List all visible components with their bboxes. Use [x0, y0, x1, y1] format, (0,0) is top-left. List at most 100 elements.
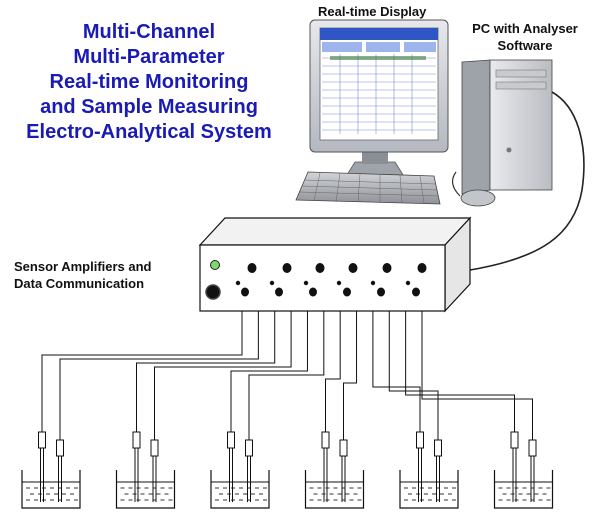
electrode-body	[245, 439, 253, 457]
connector-jack	[309, 287, 317, 297]
sensor-cables	[41, 311, 533, 440]
connector-pin	[405, 280, 411, 286]
electrode	[416, 431, 424, 502]
title-line: and Sample Measuring	[40, 96, 258, 118]
sensor-cable	[230, 311, 308, 432]
electrode-body	[38, 431, 46, 449]
electrode	[56, 439, 64, 502]
amplifier-box	[198, 216, 472, 313]
beaker	[21, 431, 81, 509]
electrode	[528, 439, 537, 502]
drive-bay	[495, 69, 547, 78]
connector-pin	[303, 280, 309, 286]
connector-jack	[343, 287, 351, 297]
electrode-body	[321, 431, 330, 449]
power-switch	[205, 284, 221, 300]
amplifier-label-line: Sensor Amplifiers and	[14, 259, 152, 274]
beaker	[115, 431, 176, 509]
pc-cable	[469, 91, 585, 271]
electrode-body	[528, 439, 537, 457]
electrode	[150, 439, 159, 502]
connector-pin	[336, 280, 342, 286]
sensor-cable	[421, 311, 533, 440]
beaker	[399, 431, 459, 509]
electrode-body	[132, 431, 141, 449]
connector-pin	[235, 280, 241, 286]
electrode	[132, 431, 141, 502]
pc-tower	[461, 59, 553, 195]
sensor-cable	[325, 311, 341, 432]
system-title: Multi-Channel Multi-Parameter Real-time …	[4, 20, 294, 145]
screen-panel	[366, 42, 400, 52]
sensor-cable	[343, 311, 358, 440]
sensor-cable	[41, 311, 243, 432]
screen-header	[320, 28, 438, 40]
electrode	[339, 439, 348, 502]
title-line: Electro-Analytical System	[26, 121, 272, 143]
electrode-body	[227, 431, 235, 449]
connector-jack	[377, 287, 385, 297]
amplifier-front	[199, 244, 446, 312]
beaker-outline	[210, 470, 270, 509]
amplifier-top	[198, 217, 472, 246]
title-line: Multi-Parameter	[73, 46, 225, 68]
title-line: Multi-Channel	[82, 21, 216, 43]
connector-jack	[417, 263, 427, 273]
connector-panel	[235, 263, 427, 297]
pc-label: PC with Analyser Software	[450, 20, 599, 54]
beaker-row	[21, 431, 554, 509]
electrode	[510, 431, 519, 502]
connector-jack	[348, 263, 358, 273]
screen-panel	[322, 42, 362, 52]
sensor-cable	[388, 311, 439, 440]
sensor-cable	[154, 311, 292, 440]
beaker	[493, 431, 554, 509]
screen-row-highlight	[330, 56, 426, 60]
electrode-body	[150, 439, 159, 457]
beaker-outline	[115, 470, 176, 509]
monitor	[309, 19, 449, 179]
connector-jack	[315, 263, 325, 273]
monitor-neck	[362, 150, 388, 164]
amplifier-label: Sensor Amplifiers and Data Communication	[14, 258, 152, 292]
beaker-outline	[493, 470, 554, 509]
power-led	[210, 260, 220, 270]
connector-jack	[241, 287, 249, 297]
keyboard	[295, 171, 441, 205]
electrode-body	[434, 439, 442, 457]
electrode	[321, 431, 330, 502]
title-line: Real-time Monitoring	[49, 71, 249, 93]
electrode	[38, 431, 46, 502]
connector-pin	[269, 280, 275, 286]
amplifier-label-line: Data Communication	[14, 276, 145, 291]
pc-label-line: PC with Analyser	[472, 21, 578, 36]
connector-pin	[370, 280, 376, 286]
beaker	[304, 431, 365, 509]
electrode	[434, 439, 442, 502]
connector-jack	[412, 287, 420, 297]
connector-jack	[382, 263, 392, 273]
screen-panel	[404, 42, 436, 52]
electrode-body	[56, 439, 64, 457]
sensor-cable	[59, 311, 259, 440]
sensor-cable	[248, 311, 325, 440]
pc-label-line: Software	[497, 38, 553, 53]
electrode-body	[416, 431, 424, 449]
sensor-cable	[405, 311, 515, 432]
connector-jack	[247, 263, 257, 273]
sensor-cable	[136, 311, 276, 432]
beaker-outline	[304, 470, 365, 509]
power-button	[506, 147, 512, 153]
beaker-outline	[399, 470, 459, 509]
display-label: Real-time Display	[318, 4, 427, 19]
connector-jack	[282, 263, 292, 273]
beaker	[210, 431, 270, 509]
sensor-cable	[372, 311, 421, 432]
electrode-body	[510, 431, 519, 449]
drive-bay	[495, 81, 547, 90]
beaker-outline	[21, 470, 81, 509]
electrode-body	[339, 439, 348, 457]
electrode	[227, 431, 235, 502]
